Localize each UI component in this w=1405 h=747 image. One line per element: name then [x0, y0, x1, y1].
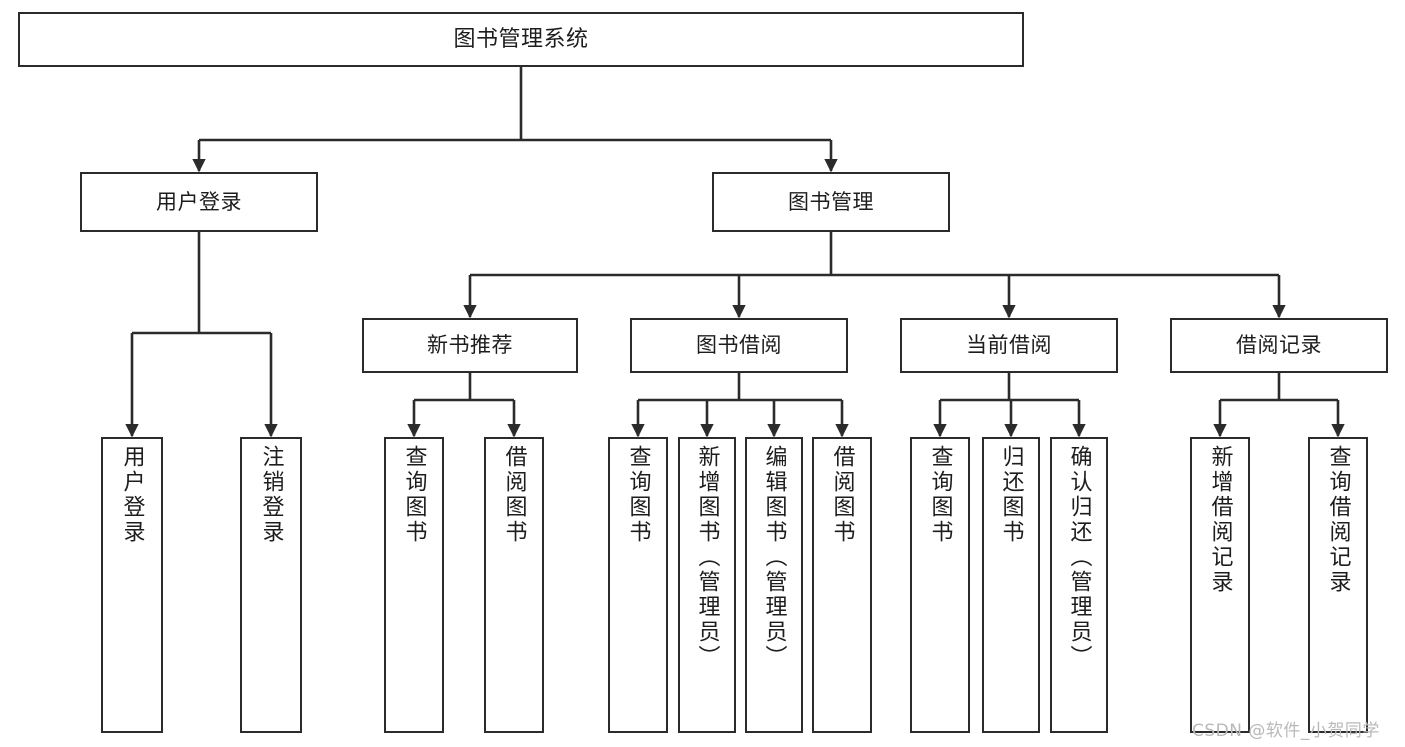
node-label-leaf-borrow-book-rec: 借阅图书 — [501, 445, 527, 545]
node-label-leaf-borrow-book: 借阅图书 — [829, 445, 855, 545]
node-current-borrow[interactable]: 当前借阅 — [900, 318, 1118, 373]
node-new-book-recommend[interactable]: 新书推荐 — [362, 318, 578, 373]
node-label-leaf-return-book: 归还图书 — [998, 445, 1024, 545]
node-book-borrow[interactable]: 图书借阅 — [630, 318, 848, 373]
node-label-leaf-query-book-borrow: 查询图书 — [625, 445, 651, 545]
node-leaf-query-borrow-record[interactable]: 查询借阅记录 — [1308, 437, 1368, 733]
node-label-leaf-query-borrow-record: 查询借阅记录 — [1325, 445, 1351, 595]
node-label-book-borrow: 图书借阅 — [696, 333, 782, 358]
node-label-leaf-user-login: 用户登录 — [119, 445, 145, 545]
node-label-leaf-logout-login: 注销登录 — [258, 445, 284, 545]
node-label-current-borrow: 当前借阅 — [966, 333, 1052, 358]
node-root[interactable]: 图书管理系统 — [18, 12, 1024, 67]
node-label-leaf-confirm-return: 确认归还（管理员） — [1066, 445, 1092, 670]
csdn-watermark: CSDN @软件_小贺同学 — [1192, 721, 1380, 741]
node-leaf-edit-book[interactable]: 编辑图书（管理员） — [745, 437, 803, 733]
node-leaf-borrow-book[interactable]: 借阅图书 — [812, 437, 872, 733]
node-label-leaf-add-book: 新增图书（管理员） — [694, 445, 720, 670]
node-label-user-login: 用户登录 — [156, 189, 242, 214]
node-leaf-confirm-return[interactable]: 确认归还（管理员） — [1050, 437, 1108, 733]
node-user-login[interactable]: 用户登录 — [80, 172, 318, 232]
node-label-leaf-add-borrow-record: 新增借阅记录 — [1207, 445, 1233, 595]
node-leaf-query-book-current[interactable]: 查询图书 — [910, 437, 970, 733]
node-book-manage[interactable]: 图书管理 — [712, 172, 950, 232]
node-borrow-record[interactable]: 借阅记录 — [1170, 318, 1388, 373]
node-leaf-query-book-borrow[interactable]: 查询图书 — [608, 437, 668, 733]
node-label-leaf-query-book-current: 查询图书 — [927, 445, 953, 545]
node-leaf-add-borrow-record[interactable]: 新增借阅记录 — [1190, 437, 1250, 733]
node-leaf-add-book[interactable]: 新增图书（管理员） — [678, 437, 736, 733]
node-label-leaf-edit-book: 编辑图书（管理员） — [761, 445, 787, 670]
node-label-borrow-record: 借阅记录 — [1236, 333, 1322, 358]
node-label-book-manage: 图书管理 — [788, 189, 874, 214]
node-leaf-borrow-book-rec[interactable]: 借阅图书 — [484, 437, 544, 733]
node-label-leaf-query-book-rec: 查询图书 — [401, 445, 427, 545]
node-label-root: 图书管理系统 — [453, 26, 589, 52]
node-leaf-logout-login[interactable]: 注销登录 — [240, 437, 302, 733]
node-leaf-return-book[interactable]: 归还图书 — [982, 437, 1040, 733]
node-leaf-query-book-rec[interactable]: 查询图书 — [384, 437, 444, 733]
node-leaf-user-login[interactable]: 用户登录 — [101, 437, 163, 733]
node-label-new-book-recommend: 新书推荐 — [427, 333, 513, 358]
